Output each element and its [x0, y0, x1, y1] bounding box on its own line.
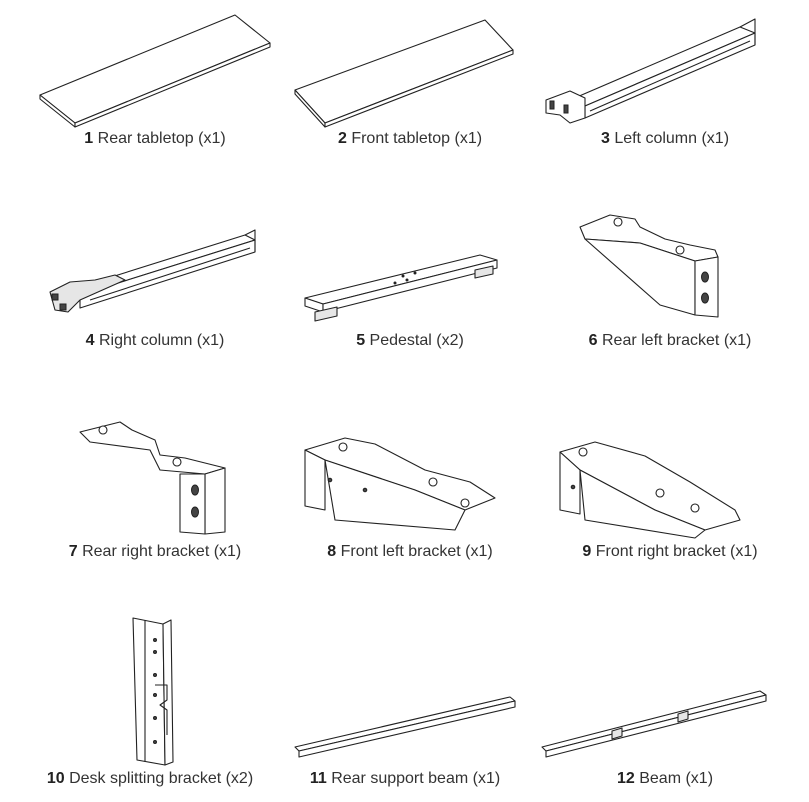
part-name: Pedestal (x2) [369, 332, 464, 349]
pedestal-icon [304, 254, 498, 322]
part-name: Rear right bracket (x1) [82, 543, 242, 560]
part-name: Front right bracket (x1) [595, 543, 758, 560]
part-rear-right-bracket: 7 Rear right bracket (x1) [20, 410, 290, 565]
part-front-left-bracket: 8 Front left bracket (x1) [275, 430, 545, 565]
part-number: 1 [84, 130, 94, 147]
part-number: 8 [327, 543, 337, 560]
left-column-icon [545, 18, 756, 124]
part-number: 7 [68, 543, 78, 560]
part-name: Left column (x1) [614, 130, 730, 147]
right-column-icon [49, 229, 256, 313]
part-number: 3 [600, 130, 610, 147]
part-name: Rear tabletop (x1) [97, 130, 226, 147]
rear-support-beam-icon [294, 696, 516, 758]
rear-right-bracket-icon [79, 421, 226, 535]
rear-left-bracket-icon [579, 214, 719, 318]
part-right-column: 4 Right column (x1) [20, 220, 290, 360]
part-number: 12 [616, 770, 635, 787]
part-name: Front left bracket (x1) [340, 543, 493, 560]
part-rear-left-bracket: 6 Rear left bracket (x1) [540, 205, 800, 360]
front-right-bracket-icon [559, 441, 741, 539]
desk-splitting-bracket-icon [132, 617, 174, 766]
part-desk-splitting-bracket: 10 Desk splitting bracket (x2) [25, 610, 275, 795]
part-number: 4 [85, 332, 95, 349]
part-pedestal: 5 Pedestal (x2) [275, 220, 545, 360]
part-number: 9 [582, 543, 592, 560]
part-number: 11 [309, 770, 327, 787]
beam-icon [541, 690, 767, 758]
part-number: 6 [588, 332, 598, 349]
part-name: Desk splitting bracket (x2) [69, 770, 254, 787]
part-rear-tabletop: 1 Rear tabletop (x1) [20, 5, 290, 155]
part-rear-support-beam: 11 Rear support beam (x1) [275, 675, 535, 795]
part-number: 2 [337, 130, 347, 147]
part-name: Front tabletop (x1) [351, 130, 483, 147]
front-left-bracket-icon [304, 437, 496, 531]
part-left-column: 3 Left column (x1) [530, 5, 800, 155]
part-number: 10 [46, 770, 65, 787]
part-name: Right column (x1) [98, 332, 225, 349]
part-front-tabletop: 2 Front tabletop (x1) [275, 5, 545, 155]
part-front-right-bracket: 9 Front right bracket (x1) [535, 430, 805, 565]
part-beam: 12 Beam (x1) [530, 675, 800, 795]
part-name: Rear support beam (x1) [331, 770, 501, 787]
part-number: 5 [356, 332, 366, 349]
part-name: Beam (x1) [639, 770, 714, 787]
front-tabletop-icon [294, 19, 514, 128]
rear-tabletop-icon [39, 14, 271, 128]
part-name: Rear left bracket (x1) [601, 332, 752, 349]
